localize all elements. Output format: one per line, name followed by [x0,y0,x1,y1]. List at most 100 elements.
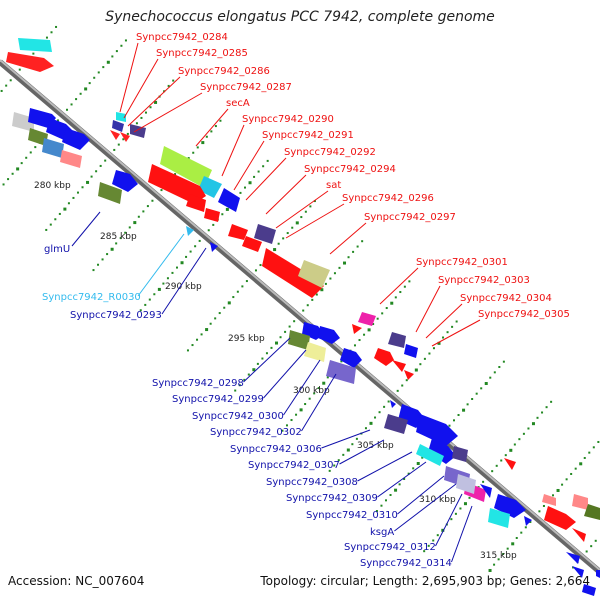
gene-label[interactable]: Synpcc7942_0290 [242,114,334,125]
gene-arrow[interactable] [452,446,468,462]
gene-label[interactable]: Synpcc7942_0287 [200,82,292,93]
gene-label[interactable]: Synpcc7942_0304 [460,293,552,304]
gene-arrow[interactable] [298,260,330,288]
tick-dot [285,424,288,427]
tick-dot [302,309,305,312]
gene-label[interactable]: Synpcc7942_0298 [152,378,244,389]
tick-dot [223,306,226,309]
gene-arrow[interactable] [218,188,240,212]
gene-label[interactable]: ksgA [370,527,394,538]
gene-label[interactable]: Synpcc7942_0300 [192,411,284,422]
gene-arrow[interactable] [198,176,222,198]
gene-arrow[interactable] [544,506,576,530]
gene-label[interactable]: Synpcc7942_0310 [306,510,398,521]
gene-label[interactable]: Synpcc7942_0303 [438,275,530,286]
gene-arrow[interactable] [210,242,218,252]
gene-label[interactable]: Synpcc7942_0306 [230,444,322,455]
tick-dot [480,387,483,390]
gene-arrow[interactable] [488,508,510,528]
gene-label[interactable]: Synpcc7942_0285 [156,48,248,59]
gene-label[interactable]: Synpcc7942_0301 [416,257,508,268]
gene-arrow[interactable] [204,208,220,222]
gene-arrow[interactable] [582,584,596,596]
gene-arrow[interactable] [584,504,600,520]
gene-label[interactable]: Synpcc7942_0307 [248,460,340,471]
gene-arrow[interactable] [110,130,120,140]
gene-arrow[interactable] [404,344,418,358]
tick-dot [120,44,123,47]
gene-arrow[interactable] [358,312,376,326]
gene-label[interactable]: Synpcc7942_0291 [262,130,354,141]
gene-arrow[interactable] [120,132,130,142]
gene-arrow[interactable] [186,226,194,236]
gene-label[interactable]: Synpcc7942_0292 [284,147,376,158]
gene-arrow[interactable] [60,150,82,168]
gene-arrow[interactable] [28,128,48,146]
gene-label-0293[interactable]: Synpcc7942_0293 [70,310,162,321]
gene-arrow[interactable] [374,348,394,366]
gene-arrow[interactable] [98,182,122,204]
tick-dot [432,539,435,542]
gene-arrow[interactable] [390,400,396,408]
gene-arrow[interactable] [596,570,600,578]
tick-dot [500,459,503,462]
gene-label[interactable]: Synpcc7942_0302 [210,427,302,438]
gene-arrow[interactable] [456,474,476,494]
gene-arrow[interactable] [242,236,262,252]
gene-label[interactable]: Synpcc7942_0308 [266,477,358,488]
gene-arrow[interactable] [262,248,324,298]
gene-arrow[interactable] [42,138,64,158]
gene-arrow[interactable] [318,326,340,344]
gene-arrow[interactable] [392,360,406,372]
gene-arrow[interactable] [572,528,586,542]
gene-arrow[interactable] [352,324,362,334]
gene-arrow[interactable] [572,566,584,578]
gene-arrow[interactable] [288,330,310,350]
gene-arrow[interactable] [186,194,206,212]
gene-arrow[interactable] [12,112,34,132]
gene-label[interactable]: Synpcc7942_0312 [344,542,436,553]
gene-arrow[interactable] [148,164,206,204]
gene-label[interactable]: Synpcc7942_0297 [364,212,456,223]
tick-dot [140,116,143,119]
gene-label-R0030[interactable]: Synpcc7942_R0030 [42,292,141,303]
gene-arrow[interactable] [18,38,52,52]
gene-label[interactable]: Synpcc7942_0294 [304,164,396,175]
gene-label[interactable]: Synpcc7942_0296 [342,193,434,204]
tick-dot [328,469,331,472]
gene-arrow[interactable] [416,444,444,466]
gene-arrow[interactable] [160,146,212,188]
gene-arrow[interactable] [504,458,516,470]
gene-arrow[interactable] [572,494,588,510]
gene-label[interactable]: Synpcc7942_0305 [478,309,570,320]
gene-label[interactable]: Synpcc7942_0314 [360,558,452,569]
gene-label[interactable]: Synpcc7942_0284 [136,32,228,43]
tick-dot [157,287,161,291]
gene-arrow[interactable] [340,348,362,368]
gene-arrow[interactable] [62,128,90,150]
gene-arrow[interactable] [112,170,138,192]
gene-arrow[interactable] [6,52,54,72]
gene-label-glmU[interactable]: glmU [44,244,70,255]
gene-arrow[interactable] [566,552,580,564]
tick-dot [163,90,166,93]
gene-label[interactable]: Synpcc7942_0309 [286,493,378,504]
gene-label[interactable]: secA [226,98,250,109]
gene-arrow[interactable] [388,332,406,348]
gene-arrow[interactable] [116,112,126,122]
gene-arrow[interactable] [228,224,248,240]
gene-arrow[interactable] [542,494,556,506]
gene-arrow[interactable] [480,484,492,498]
gene-label[interactable]: Synpcc7942_0286 [178,66,270,77]
gene-arrow[interactable] [428,438,456,464]
gene-arrow[interactable] [254,224,276,244]
gene-arrow[interactable] [304,342,326,362]
gene-arrow[interactable] [524,516,532,526]
gene-arrow[interactable] [384,414,408,434]
tick-dot [106,253,109,256]
gene-arrow[interactable] [404,370,414,380]
gene-label[interactable]: Synpcc7942_0299 [172,394,264,405]
gene-arrow[interactable] [112,120,124,132]
gene-label[interactable]: sat [326,180,341,191]
gene-arrow[interactable] [416,414,458,446]
